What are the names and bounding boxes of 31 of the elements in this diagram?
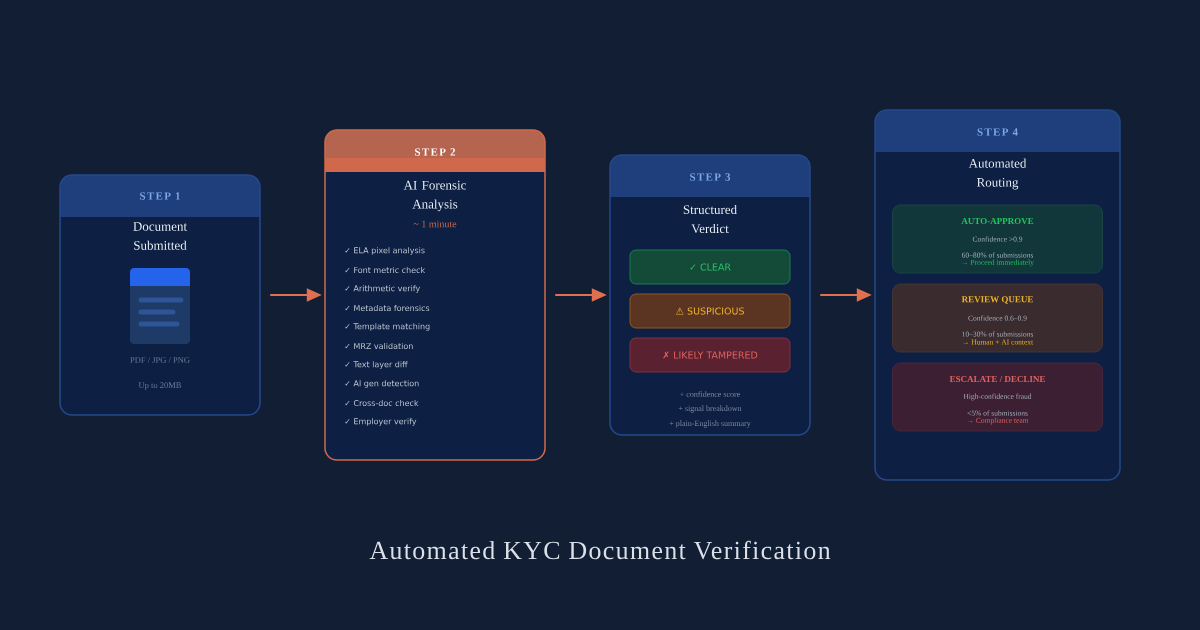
step-label: STEP 1 (140, 192, 180, 200)
step-label: STEP 3 (690, 173, 731, 181)
feature-note: + signal breakdown (678, 405, 742, 413)
checklist-item: ✓ Arithmetic verify (345, 285, 420, 293)
checklist-item: ✓ ELA pixel analysis (345, 247, 425, 255)
checklist-item: ✓ Employer verify (345, 418, 417, 426)
verdict-badge: ✓ CLEAR (629, 249, 791, 285)
checklist-item: ✓ Font metric check (345, 266, 426, 274)
checklist-item: ✓ Metadata forensics (345, 304, 430, 312)
card-title: AI Forensic Analysis (403, 180, 466, 212)
verdict-badge: ✗ LIKELY TAMPERED (629, 337, 791, 373)
card-title: Structured Verdict (683, 204, 737, 234)
card-title: Automated Routing (968, 158, 1027, 190)
card-title: Document Submitted (133, 222, 187, 250)
step-label: STEP 2 (415, 148, 456, 156)
feature-note: + confidence score (680, 391, 740, 397)
verdict-badge: ⚠ SUSPICIOUS (629, 293, 791, 329)
format-note: Up to 20MB (138, 382, 182, 390)
route-heading: REVIEW QUEUE (961, 296, 1033, 304)
duration-text: ~ 1 minute (413, 220, 457, 228)
step-label: STEP 4 (977, 128, 1018, 136)
diagram-title: Automated KYC Document Verification (369, 540, 831, 560)
format-note: PDF / JPG / PNG (130, 357, 190, 363)
feature-note: + plain-English summary (669, 420, 751, 428)
checklist-item: ✓ MRZ validation (345, 342, 413, 350)
checklist-item: ✓ Cross-doc check (345, 399, 419, 407)
route-heading: ESCALATE / DECLINE (949, 375, 1045, 383)
route-heading: AUTO-APPROVE (961, 217, 1034, 225)
checklist-item: ✓ AI gen detection (345, 380, 419, 388)
checklist-item: ✓ Template matching (345, 323, 430, 331)
checklist-item: ✓ Text layer diff (345, 361, 408, 369)
